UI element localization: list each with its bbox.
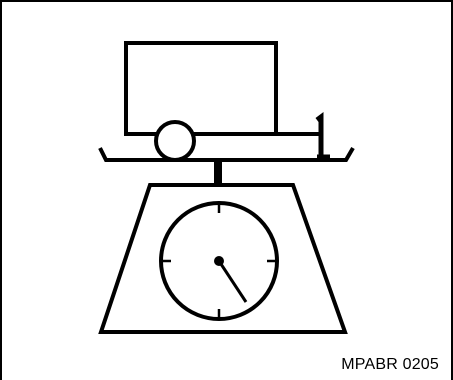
dial-needle (219, 261, 246, 302)
figure-code: MPABR 0205 (341, 356, 439, 374)
scale-platform (100, 148, 353, 160)
dial-hub (214, 256, 224, 266)
dial-icon (161, 203, 277, 319)
trailer-box (126, 43, 276, 134)
trailer-jockey-stand (317, 117, 321, 157)
trailer-wheel (156, 122, 194, 160)
scale-icon (100, 148, 353, 332)
trailer-icon (126, 43, 330, 160)
